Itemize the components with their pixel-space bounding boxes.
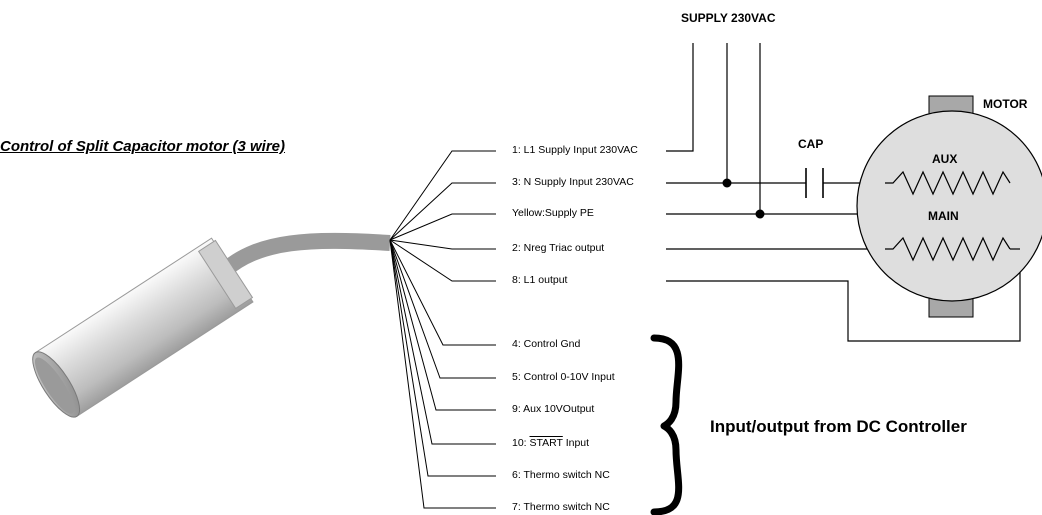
pin-label: 9: Aux 10VOutput	[512, 403, 595, 415]
motor	[856, 95, 1042, 318]
pin-label: 5: Control 0-10V Input	[512, 371, 615, 383]
pin-label: 3: N Supply Input 230VAC	[512, 176, 634, 188]
pin-label-start: 10: START Input	[512, 437, 590, 449]
pin-label: 8: L1 output	[512, 274, 568, 286]
circuit-wires	[666, 43, 1021, 342]
diagram-title: Control of Split Capacitor motor (3 wire…	[0, 138, 286, 155]
capacitor	[805, 168, 824, 198]
pin-label: Yellow:Supply PE	[512, 207, 594, 219]
pin-label: 4: Control Gnd	[512, 338, 581, 350]
motor-windings	[885, 170, 1020, 262]
pin-label: 2: Nreg Triac output	[512, 242, 605, 254]
motor-label: MOTOR	[983, 97, 1028, 111]
aux-winding-label: AUX	[932, 152, 958, 166]
junction-dot	[755, 209, 765, 219]
fanout-wires	[389, 150, 496, 509]
main-winding-label: MAIN	[928, 209, 959, 223]
sensor-cylinder	[32, 237, 254, 418]
io-group-label: Input/output from DC Controller	[710, 417, 967, 436]
sensor-cable	[219, 232, 391, 277]
supply-label: SUPPLY 230VAC	[681, 11, 776, 25]
junction-dot	[722, 178, 732, 188]
cap-label: CAP	[798, 137, 824, 151]
pin-label: 6: Thermo switch NC	[512, 469, 610, 481]
io-brace	[650, 334, 683, 515]
pin-label: 1: L1 Supply Input 230VAC	[512, 144, 638, 156]
pin-label: 7: Thermo switch NC	[512, 501, 610, 513]
